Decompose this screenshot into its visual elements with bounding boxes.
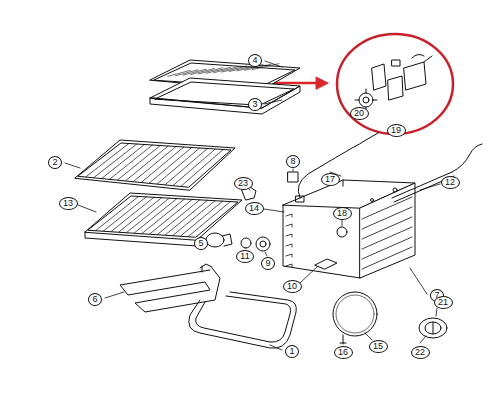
callout-number: 1 [285,345,299,358]
lamp-socket [256,237,270,251]
highlight-circle [337,34,453,134]
small-part [241,238,251,248]
oven-cavity [283,180,415,278]
pan-slots [168,64,279,77]
callout-text: 1 [289,346,294,356]
callout-text: 8 [290,156,295,166]
callout-number: 5 [194,237,208,250]
leader-lines [65,61,440,350]
callout-number: 16 [334,346,353,359]
broil-element [120,268,220,312]
callout-number: 14 [245,202,264,215]
callout-text: 12 [445,177,455,187]
callout-text: 6 [92,294,97,304]
callout-text: 23 [238,178,248,188]
callout-number: 22 [411,346,430,359]
callout-text: 13 [63,198,73,208]
callout-text: 20 [354,108,364,118]
callout-number: 4 [248,54,262,67]
light-lens [333,292,377,336]
callout-text: 17 [325,174,335,184]
callout-number: 17 [321,173,340,186]
callout-number: 9 [261,257,275,270]
callout-text: 22 [415,347,425,357]
callout-number: 21 [434,296,453,309]
callout-text: 3 [252,99,257,109]
callout-text: 2 [52,157,57,167]
callout-text: 14 [249,203,259,213]
callout-number: 11 [236,250,254,263]
meat-probe [296,133,378,202]
rack-wires [86,144,230,237]
callout-text: 15 [373,341,383,351]
small-part [288,172,298,182]
callout-text: 10 [287,281,297,291]
callout-number: 20 [350,107,369,120]
screw [340,335,346,343]
callout-number: 15 [369,340,388,353]
callout-number: 2 [48,156,62,169]
callout-text: 5 [198,238,203,248]
callout-number: 10 [283,280,302,293]
callout-number: 13 [59,197,78,210]
callout-text: 4 [252,55,257,65]
callout-number: 3 [248,98,262,111]
oven-light [206,233,232,247]
broiler-pan [150,60,300,114]
callout-number: 12 [441,176,460,189]
callout-text: 18 [337,208,347,218]
callout-number: 18 [333,207,352,220]
callout-number: 19 [387,124,406,137]
callout-text: 21 [438,297,448,307]
callout-number: 8 [286,155,300,168]
temperature-sensor [392,144,482,202]
rack-ridges [286,197,412,269]
callout-number: 6 [88,293,102,306]
callout-number: 23 [234,177,253,190]
oven-rack [75,140,235,190]
callout-text: 11 [240,251,249,261]
callout-text: 19 [391,125,401,135]
callout-text: 9 [265,258,270,268]
callout-text: 16 [338,347,348,357]
bake-element [189,292,297,348]
terminal [200,264,212,272]
switch-parts [355,54,432,111]
light-assembly [419,318,447,338]
oven-rack [85,193,242,246]
